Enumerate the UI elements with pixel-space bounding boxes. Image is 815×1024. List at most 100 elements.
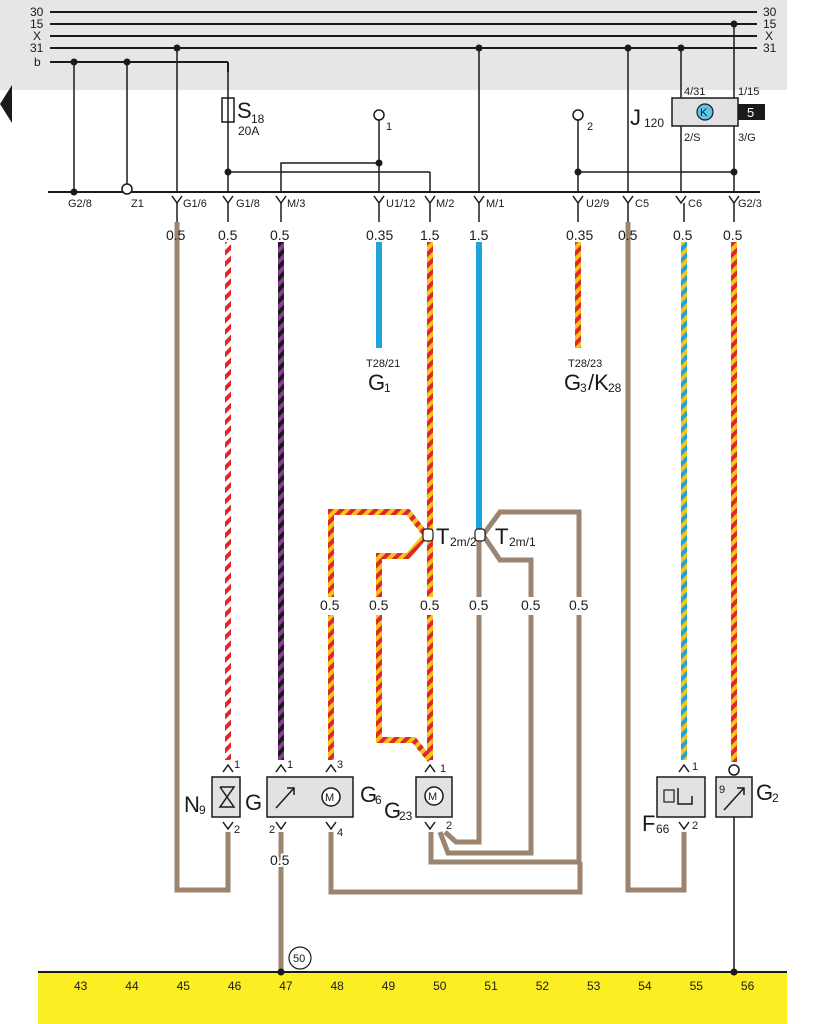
relay-k-label: K <box>700 107 708 119</box>
g2-terminal[interactable] <box>728 764 740 776</box>
g-pin1: 1 <box>287 759 293 771</box>
conn-label-m3: M/3 <box>287 198 305 210</box>
junction-t2m1-name: T <box>495 524 508 549</box>
grid-number: 54 <box>638 979 652 993</box>
junction-t2m2-sub: 2m/2 <box>450 535 477 549</box>
rail-label-b: b <box>34 55 41 69</box>
test-point-2[interactable] <box>572 109 584 121</box>
g6-motor-m: M <box>325 792 334 804</box>
wire-ry-loop-inner[interactable] <box>376 533 433 762</box>
conn-label-g23: G2/3 <box>738 198 762 210</box>
conn-m1 <box>473 195 485 205</box>
n9-pin2: 2 <box>234 824 240 836</box>
node-31-177 <box>173 44 181 52</box>
wire-brown-jt-3[interactable] <box>443 540 482 845</box>
g23-motor-icon <box>424 786 444 806</box>
g6-motor-icon <box>321 787 341 807</box>
g6-pin4-conn <box>325 821 337 831</box>
size-m2: 1.5 <box>420 227 440 243</box>
wire-brown-g6-return[interactable] <box>328 832 583 895</box>
junction-t2m1[interactable] <box>474 528 486 542</box>
g6-sub: 6 <box>375 793 382 807</box>
g-pin1-conn <box>275 763 287 773</box>
rail-label-31-right: 31 <box>763 41 777 55</box>
size-g18: 0.5 <box>218 227 238 243</box>
junction-t2m1-sub: 2m/1 <box>509 535 536 549</box>
g-name: G <box>245 790 262 815</box>
conn-m3 <box>275 195 287 205</box>
mid-size-3: 0.5 <box>420 597 440 613</box>
g6-name: G <box>360 782 377 807</box>
wire-ry-loop-outer[interactable] <box>328 509 429 760</box>
node-ground-47 <box>277 968 285 976</box>
component-f66[interactable] <box>656 776 706 818</box>
size-g16: 0.5 <box>166 227 186 243</box>
grid-number: 45 <box>177 979 191 993</box>
wire-brown-c5[interactable] <box>625 222 687 893</box>
g23-pin1-conn <box>424 763 436 773</box>
conn-label-m2: M/2 <box>436 198 454 210</box>
g3-sub: 3 <box>580 381 587 395</box>
conn-label-z1: Z1 <box>131 198 144 210</box>
node-31-681 <box>677 44 685 52</box>
wire-brown-g16[interactable] <box>174 222 231 893</box>
left-arrow[interactable] <box>0 85 12 123</box>
g1-sub: 1 <box>384 381 391 395</box>
conn-label-u29: U2/9 <box>586 198 609 210</box>
size-g23: 0.5 <box>723 227 743 243</box>
conn-g18 <box>222 195 234 205</box>
ground-point-label: 50 <box>293 953 305 965</box>
component-n9[interactable] <box>211 776 241 818</box>
wire-brown-jt-2[interactable] <box>437 533 534 856</box>
test-point-2-label: 2 <box>587 121 593 133</box>
relay-pin-115: 1/15 <box>738 86 759 98</box>
relay-pin-431: 4/31 <box>684 86 705 98</box>
junction-t2m2-name: T <box>436 524 449 549</box>
relay-k-symbol <box>696 103 714 121</box>
g3-slash: /K <box>588 370 609 395</box>
g6-pin4: 4 <box>337 827 343 839</box>
g-pin2: 2 <box>269 824 275 836</box>
fuse-sub: 18 <box>251 112 265 126</box>
g2-pot-symbol <box>723 787 745 811</box>
g23-motor-m: M <box>428 791 437 803</box>
f66-sub: 66 <box>656 822 670 836</box>
mid-size-4: 0.5 <box>469 597 489 613</box>
conn-label-g28: G2/8 <box>68 198 92 210</box>
test-point-1[interactable] <box>373 109 385 121</box>
g6-pin3: 3 <box>337 759 343 771</box>
g23-name: G <box>384 798 401 823</box>
g23-pin1: 1 <box>440 763 446 775</box>
rail-label-15: 15 <box>30 17 44 31</box>
grid-number: 52 <box>536 979 550 993</box>
node-tp1-163 <box>375 159 383 167</box>
ground-point-badge <box>288 946 312 970</box>
conn-g16 <box>171 195 183 205</box>
relay-name: J <box>630 105 641 130</box>
junction-t2m2[interactable] <box>422 528 434 542</box>
relay-pin-3g: 3/G <box>738 132 756 144</box>
size-m1: 1.5 <box>469 227 489 243</box>
conn-label-g18: G1/8 <box>236 198 260 210</box>
conn-m2 <box>424 195 436 205</box>
conn-label-u112: U1/12 <box>386 198 415 210</box>
grid-number: 47 <box>279 979 293 993</box>
g1-connector: T28/21 <box>366 358 400 370</box>
grid-number: 43 <box>74 979 88 993</box>
g2-pot-arrow <box>737 787 745 795</box>
component-g2[interactable] <box>715 776 753 818</box>
wire-brown-jt-1[interactable] <box>428 509 582 865</box>
n9-pin1-conn <box>222 763 234 773</box>
size-m3: 0.5 <box>270 227 290 243</box>
fuse-name: S <box>237 98 252 123</box>
f66-pin2-conn <box>678 821 690 831</box>
node-g28 <box>70 188 78 196</box>
g2-sub: 2 <box>772 791 779 805</box>
rail-label-x-right: X <box>765 29 773 43</box>
relay-pin-2s: 2/S <box>684 132 701 144</box>
g-pot-arrow <box>287 787 295 795</box>
term-z1[interactable] <box>121 183 133 195</box>
grid-number: 51 <box>484 979 498 993</box>
